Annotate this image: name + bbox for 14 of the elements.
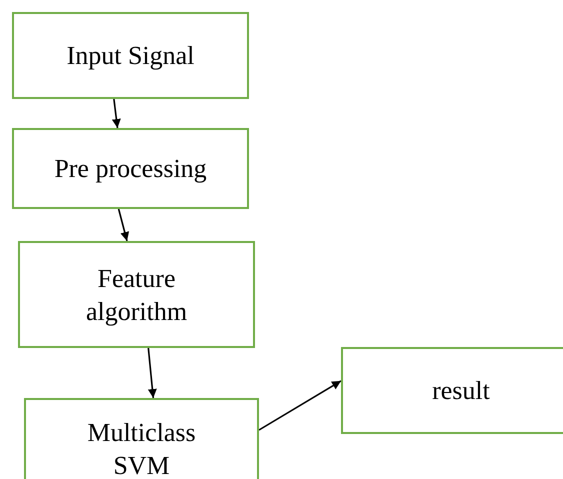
process-box — [24, 398, 259, 479]
process-box — [341, 347, 563, 434]
arrow — [148, 348, 157, 398]
process-box — [12, 12, 249, 99]
process-box — [12, 128, 249, 209]
arrow — [258, 380, 342, 431]
box-label: Pre processing — [54, 153, 207, 185]
arrow — [112, 98, 121, 128]
box-label: Feature algorithm — [84, 262, 188, 328]
process-box — [18, 241, 255, 348]
arrow — [118, 208, 130, 242]
box-label: Input Signal — [66, 40, 194, 72]
box-label: result — [432, 375, 490, 407]
box-label: Multiclass SVM — [86, 417, 197, 479]
